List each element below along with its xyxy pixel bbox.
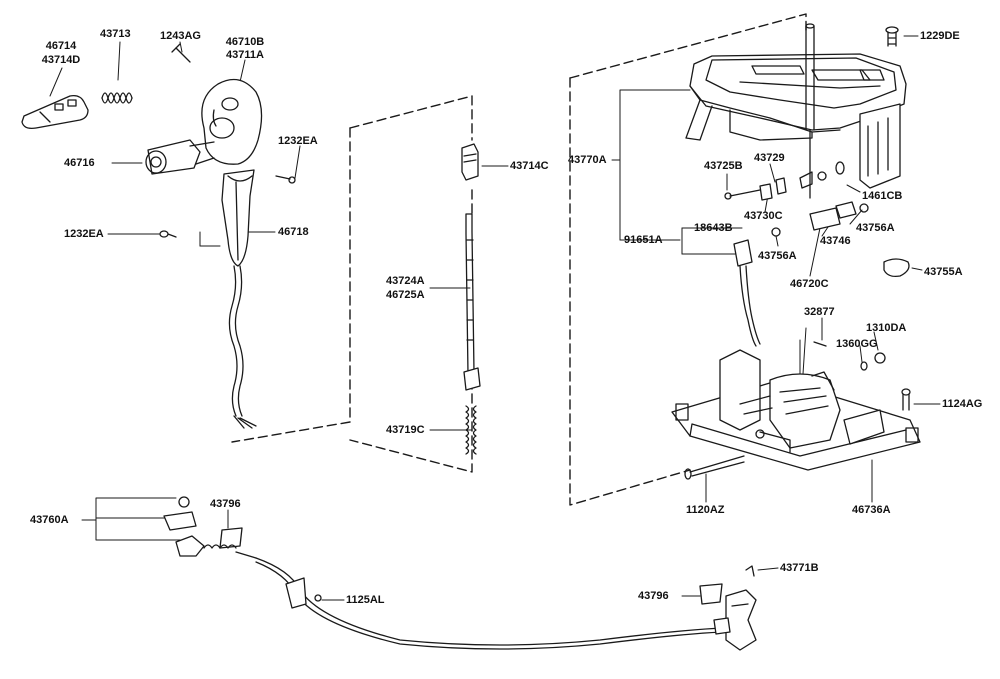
- nut-43756A-lower: [771, 227, 781, 237]
- part-label-43796-left: 43796: [210, 498, 241, 510]
- part-label-1461CB: 1461CB: [862, 190, 903, 202]
- part-label-32877: 32877: [804, 306, 835, 318]
- part-label-1232EA-lower: 1232EA: [64, 228, 104, 240]
- part-label-46720C: 46720C: [790, 278, 829, 290]
- knob-cover-part: [21, 94, 89, 130]
- bushing-43730C: [759, 183, 773, 201]
- spring-43719C: [465, 405, 477, 455]
- nut-43756A-upper: [817, 171, 827, 181]
- rod-cap-43714C: [461, 143, 479, 181]
- button-46716-part: [145, 139, 215, 175]
- leader-lines: [49, 35, 941, 601]
- part-label-1125AL: 1125AL: [346, 594, 385, 606]
- dashed-group-knob: [231, 95, 473, 473]
- clip-43796-left: [219, 527, 243, 549]
- part-label-1120AZ: 1120AZ: [686, 504, 725, 516]
- lever-boot-46718: [221, 169, 255, 267]
- part-label-43713: 43713: [100, 28, 131, 40]
- part-label-46710B: 46710B: [225, 36, 265, 48]
- pin-32877: [813, 341, 827, 347]
- part-label-43771B: 43771B: [780, 562, 819, 574]
- pin-43725B: [724, 189, 761, 200]
- part-label-43756A-right: 43756A: [856, 222, 895, 234]
- part-label-46714: 46714: [45, 40, 77, 52]
- rod-43724A: [463, 213, 481, 391]
- washer-1461CB: [835, 161, 845, 175]
- part-label-43760A: 43760A: [30, 514, 69, 526]
- clip-43755A: [883, 258, 910, 278]
- part-label-43796-right: 43796: [638, 590, 669, 602]
- spring-part: [101, 92, 133, 104]
- pin-46720C: [809, 207, 841, 231]
- shift-shaft: [799, 23, 815, 199]
- part-label-43719C: 43719C: [386, 424, 425, 436]
- part-label-1310DA: 1310DA: [866, 322, 907, 334]
- connector-18643B: [733, 239, 761, 347]
- part-label-46716: 46716: [64, 157, 95, 169]
- screw-1232EA-upper: [275, 175, 296, 184]
- sleeve-43746: [835, 201, 869, 219]
- nut-1310DA: [874, 352, 886, 364]
- bolt-1120AZ: [684, 455, 745, 480]
- part-label-43729: 43729: [754, 152, 785, 164]
- part-label-18643B: 18643B: [694, 222, 733, 234]
- screw-1232EA-lower: [159, 230, 177, 238]
- cable-bracket-right: [713, 589, 757, 651]
- part-label-46718: 46718: [278, 226, 309, 238]
- part-label-43711A: 43711A: [226, 49, 264, 61]
- shift-base-plate: [671, 349, 921, 471]
- washer-1360GG: [860, 361, 868, 371]
- part-label-46725A: 46725A: [386, 289, 425, 301]
- part-label-46736A: 46736A: [852, 504, 891, 516]
- bracket-1125AL: [285, 577, 322, 609]
- part-label-1232EA-upper: 1232EA: [278, 135, 318, 147]
- screw-1243AG: [171, 43, 191, 63]
- cable-end-plate: [163, 511, 197, 531]
- part-label-43730C: 43730C: [744, 210, 783, 222]
- part-label-1360GG: 1360GG: [836, 338, 878, 350]
- console-housing: [685, 53, 907, 141]
- part-label-43755A: 43755A: [924, 266, 963, 278]
- cable-end-nut: [178, 496, 190, 508]
- part-label-1124AG: 1124AG: [942, 398, 983, 410]
- part-label-43714D: 43714D: [41, 54, 81, 66]
- clip-43796-right: [699, 583, 723, 605]
- bolt-1124AG: [901, 388, 911, 411]
- collar-43729: [775, 177, 787, 195]
- part-label-43756A-left: 43756A: [758, 250, 797, 262]
- console-bracket: [859, 103, 901, 189]
- part-label-43714C: 43714C: [510, 160, 549, 172]
- shift-knob-part: [201, 78, 263, 165]
- wire-harness: [228, 265, 257, 429]
- pin-43771B: [745, 565, 755, 577]
- part-label-1243AG: 1243AG: [160, 30, 201, 42]
- part-label-91651A: 91651A: [624, 234, 663, 246]
- part-label-43724A: 43724A: [386, 275, 425, 287]
- part-label-1229DE: 1229DE: [920, 30, 960, 42]
- part-label-43770A: 43770A: [568, 154, 607, 166]
- part-label-43725B: 43725B: [704, 160, 743, 172]
- part-label-43746: 43746: [820, 235, 851, 247]
- bolt-1229DE: [885, 26, 899, 47]
